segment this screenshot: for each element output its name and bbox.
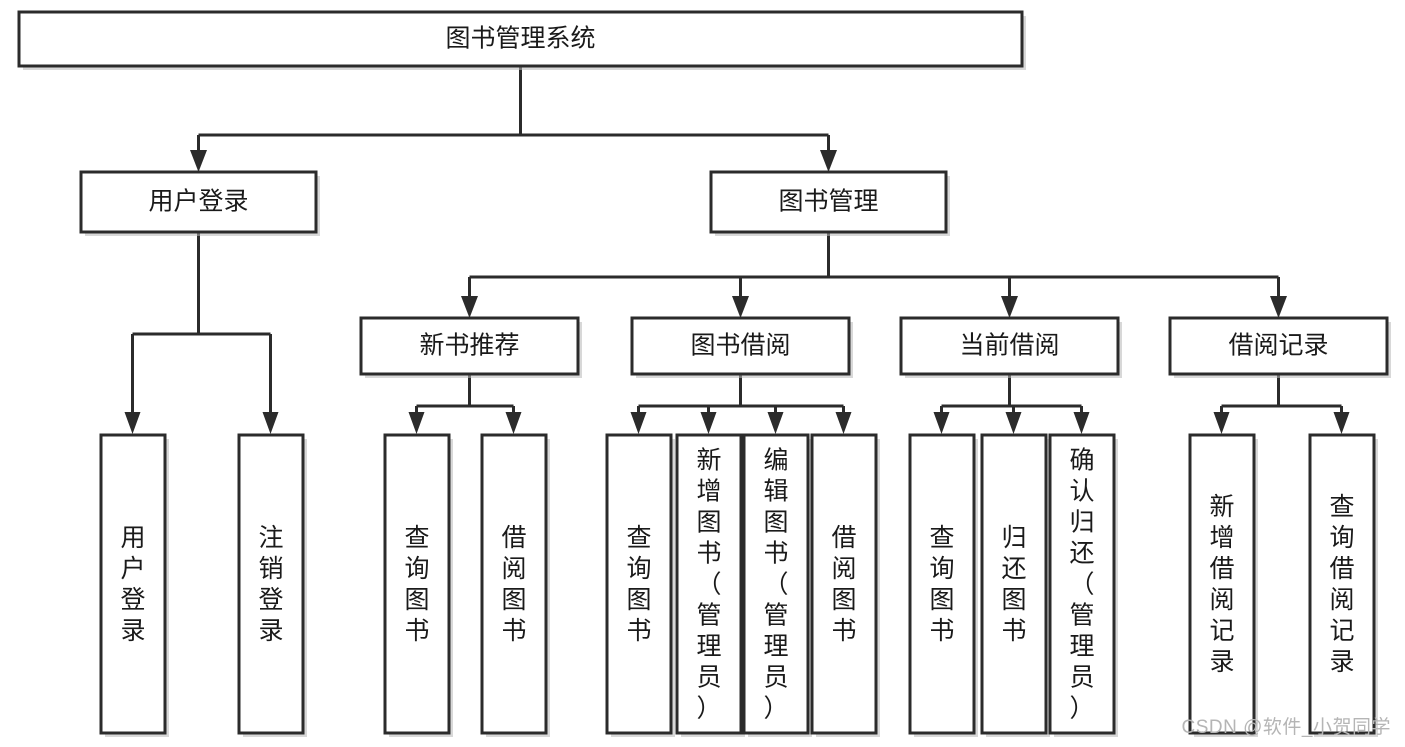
- node-leaf-confirm-return[interactable]: 确认归还（管理员）: [1048, 433, 1118, 737]
- node-current-borrow-label: 当前借阅: [959, 332, 1059, 360]
- connector-layer: [124, 66, 1350, 434]
- node-borrow-record[interactable]: 借阅记录: [1168, 316, 1391, 378]
- node-root-label: 图书管理系统: [445, 25, 595, 53]
- node-leaf-borrow-book-2[interactable]: 借阅图书: [810, 433, 880, 737]
- node-leaf-edit-book-label: 编辑图书（管理员）: [763, 447, 788, 723]
- node-leaf-return-book[interactable]: 归还图书: [980, 433, 1050, 737]
- edge-book-manage-to-level3: [461, 232, 1287, 318]
- node-leaf-add-book[interactable]: 新增图书（管理员）: [675, 433, 745, 737]
- node-leaf-query-record[interactable]: 查询借阅记录: [1308, 433, 1378, 737]
- arrow-head-icon: [190, 150, 207, 172]
- arrow-head-icon: [1005, 412, 1022, 434]
- arrow-head-icon: [820, 150, 837, 172]
- edge-book-borrow-to-leaves: [630, 374, 852, 434]
- edge-borrow-record-to-leaves: [1213, 374, 1350, 434]
- edge-user-login-to-leaves: [124, 232, 279, 434]
- arrow-head-icon: [933, 412, 950, 434]
- edge-root-to-level2: [190, 66, 837, 172]
- arrow-head-icon: [408, 412, 425, 434]
- node-leaf-query-book-2[interactable]: 查询图书: [605, 433, 675, 737]
- arrow-head-icon: [505, 412, 522, 434]
- node-leaf-confirm-return-label: 确认归还（管理员）: [1069, 447, 1094, 723]
- node-leaf-borrow-book-1-label: 借阅图书: [501, 524, 526, 645]
- arrow-head-icon: [262, 412, 279, 434]
- node-new-book-rec[interactable]: 新书推荐: [359, 316, 582, 378]
- node-user-login[interactable]: 用户登录: [79, 170, 320, 236]
- arrow-head-icon: [732, 296, 749, 318]
- node-borrow-record-label: 借阅记录: [1228, 332, 1328, 360]
- arrow-head-icon: [700, 412, 717, 434]
- arrow-head-icon: [124, 412, 141, 434]
- node-book-manage-label: 图书管理: [778, 188, 878, 216]
- node-leaf-return-book-label: 归还图书: [1001, 524, 1026, 645]
- node-leaf-add-book-label: 新增图书（管理员）: [696, 447, 721, 723]
- edge-new-book-rec-to-leaves: [408, 374, 522, 434]
- node-leaf-add-record[interactable]: 新增借阅记录: [1188, 433, 1258, 737]
- edge-current-borrow-to-leaves: [933, 374, 1090, 434]
- node-leaf-query-book-2-label: 查询图书: [626, 524, 651, 645]
- node-leaf-user-login[interactable]: 用户登录: [99, 433, 169, 737]
- node-root[interactable]: 图书管理系统: [17, 10, 1026, 70]
- arrow-head-icon: [1213, 412, 1230, 434]
- node-leaf-query-book-3-label: 查询图书: [929, 524, 954, 645]
- node-current-borrow[interactable]: 当前借阅: [899, 316, 1122, 378]
- node-leaf-query-book-1-label: 查询图书: [404, 524, 429, 645]
- arrow-head-icon: [630, 412, 647, 434]
- arrow-head-icon: [1333, 412, 1350, 434]
- node-book-manage[interactable]: 图书管理: [709, 170, 950, 236]
- arrow-head-icon: [1073, 412, 1090, 434]
- node-leaf-query-book-1[interactable]: 查询图书: [383, 433, 453, 737]
- node-leaf-query-book-3[interactable]: 查询图书: [908, 433, 978, 737]
- node-leaf-logout-label: 注销登录: [258, 524, 283, 645]
- node-user-login-label: 用户登录: [148, 188, 248, 216]
- node-leaf-edit-book[interactable]: 编辑图书（管理员）: [742, 433, 812, 737]
- arrow-head-icon: [1270, 296, 1287, 318]
- node-leaf-user-login-label: 用户登录: [120, 524, 145, 645]
- node-new-book-rec-label: 新书推荐: [419, 332, 519, 360]
- arrow-head-icon: [461, 296, 478, 318]
- node-leaf-borrow-book-2-label: 借阅图书: [831, 524, 856, 645]
- node-leaf-query-record-label: 查询借阅记录: [1329, 493, 1354, 676]
- arrow-head-icon: [767, 412, 784, 434]
- node-book-borrow-label: 图书借阅: [690, 332, 790, 360]
- node-leaf-borrow-book-1[interactable]: 借阅图书: [480, 433, 550, 737]
- arrow-head-icon: [835, 412, 852, 434]
- node-leaf-logout[interactable]: 注销登录: [237, 433, 307, 737]
- node-leaf-add-record-label: 新增借阅记录: [1209, 493, 1234, 676]
- arrow-head-icon: [1001, 296, 1018, 318]
- node-book-borrow[interactable]: 图书借阅: [630, 316, 853, 378]
